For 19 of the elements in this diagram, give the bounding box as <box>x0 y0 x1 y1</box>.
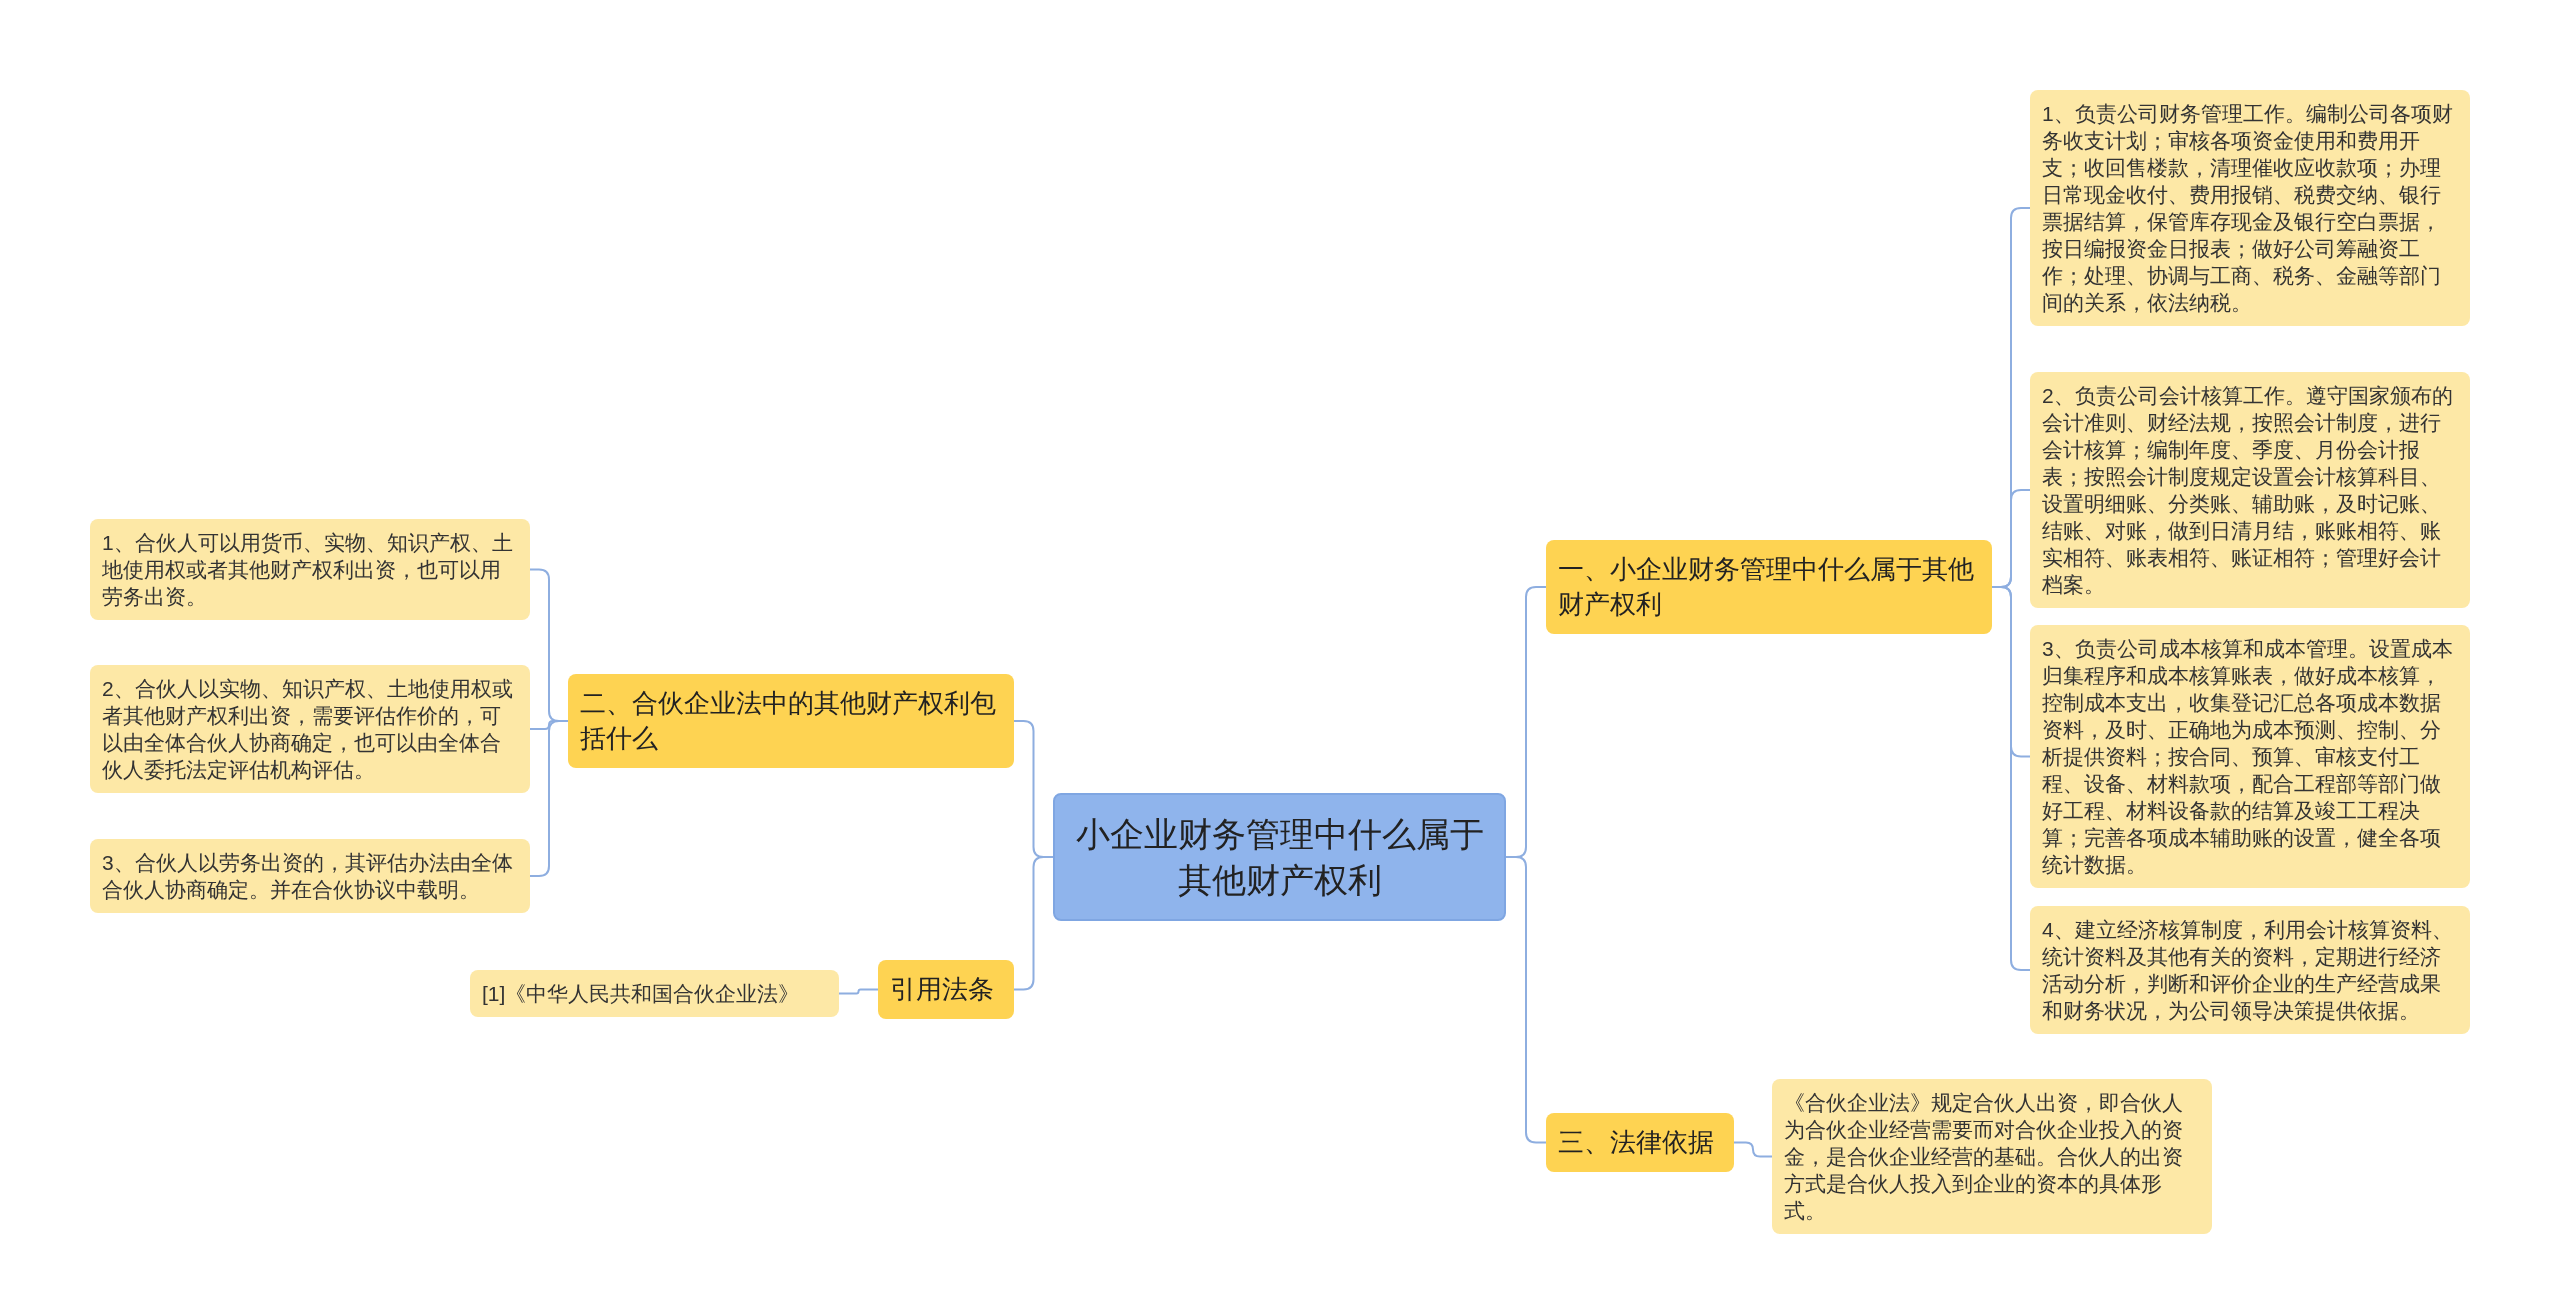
branch-topic: 一、小企业财务管理中什么属于其他财产权利 <box>1546 540 1992 634</box>
connector-line <box>1505 856 1547 1144</box>
note-card: 3、合伙人以劳务出资的，其评估办法由全体合伙人协商确定。并在合伙协议中载明。 <box>90 839 530 913</box>
connector-line <box>1013 856 1054 991</box>
branch-topic: 二、合伙企业法中的其他财产权利包括什么 <box>568 674 1014 768</box>
branch-topic: 引用法条 <box>878 960 1014 1019</box>
note-card: [1]《中华人民共和国合伙企业法》 <box>470 970 839 1017</box>
connector-line <box>838 988 879 995</box>
note-card: 4、建立经济核算制度，利用会计核算资料、统计资料及其他有关的资料，定期进行经济活动分析，判断和评价企业的生产经营成果和财务状况，为公司领导决策提供依据。 <box>2030 906 2470 1034</box>
note-card: 2、合伙人以实物、知识产权、土地使用权或者其他财产权利出资，需要评估作价的，可以由全体合伙人协商确定，也可以由全体合伙人委托法定评估机构评估。 <box>90 665 530 793</box>
central-topic: 小企业财务管理中什么属于其他财产权利 <box>1053 793 1506 921</box>
note-card: 1、负责公司财务管理工作。编制公司各项财务收支计划；审核各项资金使用和费用开支；收回售楼款，清理催收应收款项；办理日常现金收付、费用报销、税费交纳、银行票据结算，保管库存现金及银行空白票据，按日编报资金日报表；做好公司筹融资工作；处理、协调与工商、税务、金融等部门间的关系，依法纳税。 <box>2030 90 2470 326</box>
connector-line <box>529 720 569 877</box>
branch-topic: 三、法律依据 <box>1546 1113 1734 1172</box>
note-card: 3、负责公司成本核算和成本管理。设置成本归集程序和成本核算账表，做好成本核算，控制成本支出，收集登记汇总各项成本数据资料，及时、正确地为成本预测、控制、分析提供资料；按合同、预算、审核支付工程、设备、材料款项，配合工程部等部门做好工程、材料设备款的结算及竣工工程决算；完善各项成本辅助账的设置，健全各项统计数据。 <box>2030 625 2470 888</box>
note-card: 1、合伙人可以用货币、实物、知识产权、土地使用权或者其他财产权利出资，也可以用劳务出资。 <box>90 519 530 620</box>
connector-line <box>1733 1141 1773 1158</box>
note-card: 《合伙企业法》规定合伙人出资，即合伙人为合伙企业经营需要而对合伙企业投入的资金，是合伙企业经营的基础。合伙人的出资方式是合伙人投入到企业的资本的具体形式。 <box>1772 1079 2212 1234</box>
note-card: 2、负责公司会计核算工作。遵守国家颁布的会计准则、财经法规，按照会计制度，进行会计核算；编制年度、季度、月份会计报表；按照会计制度规定设置会计核算科目、设置明细账、分类账、辅助账，及时记账、结账、对账，做到日清月结，账账相符、账实相符、账表相符、账证相符；管理好会计档案。 <box>2030 372 2470 608</box>
